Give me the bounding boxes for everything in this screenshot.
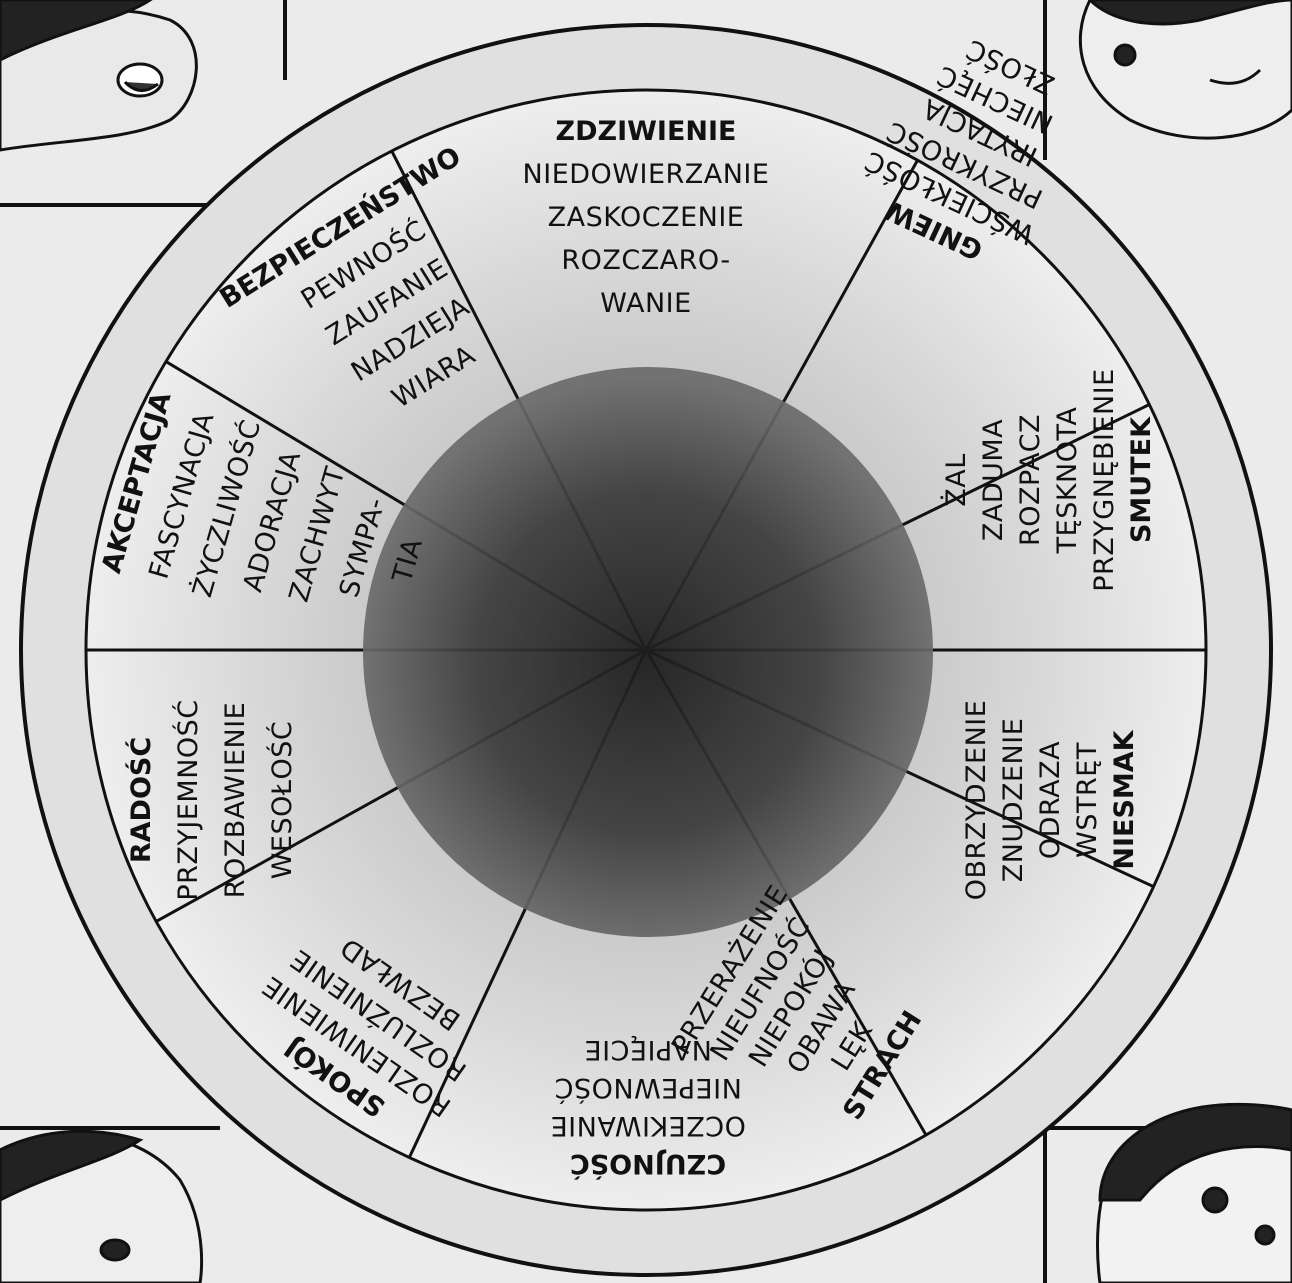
- sector-item: ZASKOCZENIE: [548, 202, 745, 233]
- sector-title: CZUJNOŚĆ: [570, 1148, 726, 1180]
- face-top-right-drawing: [1080, 0, 1292, 138]
- sector-item: ODRAZA: [1035, 741, 1066, 859]
- sector-item: PRZYGNĘBIENIE: [1089, 368, 1120, 591]
- sector-item: OCZEKIWANIE: [550, 1110, 746, 1141]
- sector-item: WSTRĘT: [1072, 742, 1103, 858]
- sector-item: ZNUDZENIE: [998, 718, 1029, 883]
- sector-item: ZADUMA: [978, 419, 1009, 541]
- face-top-left-drawing: [0, 0, 196, 150]
- face-bottom-left-drawing: [0, 1131, 202, 1283]
- sector-item: OBRZYDZENIE: [961, 700, 992, 901]
- sector-item: ROZCZARO-: [561, 245, 730, 276]
- sector-title: RADOŚĆ: [125, 737, 157, 863]
- sector-item: ROZPACZ: [1015, 414, 1046, 546]
- sector-item: NIEDOWIERZANIE: [523, 159, 770, 190]
- sector-item: WESOŁOŚĆ: [266, 721, 298, 880]
- face-bottom-right-drawing: [1098, 1104, 1292, 1283]
- sector-item: ŻAL: [940, 453, 972, 507]
- sector-item: WANIE: [600, 288, 691, 319]
- sector-item: NIEPEWNOŚĆ: [554, 1072, 742, 1104]
- sector-title: ZDZIWIENIE: [556, 116, 737, 147]
- sector-item: PRZYJEMNOŚĆ: [172, 699, 204, 900]
- sector-item: NAPIĘCIE: [584, 1034, 712, 1065]
- sector-item: TĘSKNOTA: [1052, 407, 1083, 555]
- sector-title: SMUTEK: [1126, 416, 1157, 543]
- center-circle: [363, 367, 933, 937]
- sector-title: NIESMAK: [1109, 729, 1140, 869]
- sector-item: ROZBAWIENIE: [220, 702, 251, 898]
